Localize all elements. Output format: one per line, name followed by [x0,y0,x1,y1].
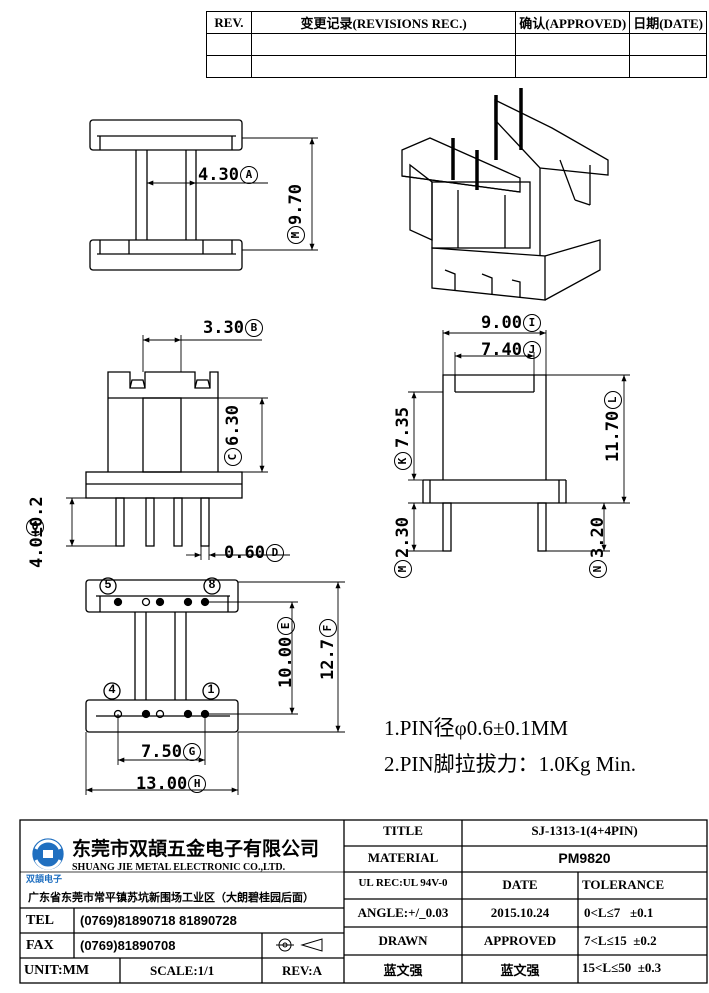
company-logo [32,838,64,870]
rev-cell [629,55,707,78]
material-value: PM9820 [558,850,611,866]
company-name-en: SHUANG JIE METAL ELECTRONIC CO.,LTD. [72,862,286,873]
dim-f-value: 12.7 [318,639,338,680]
dim-m-top: M9.70 [286,184,306,244]
dim-e-letter: E [277,616,295,635]
dim-c: C 6.30 [223,405,243,466]
dim-n-letter: N [589,560,607,578]
pin-label-4: 4 [108,682,116,696]
dim-n: N 3.20 [588,517,608,578]
top-view [89,119,243,271]
dim-b-letter: B [244,319,263,337]
dim-m-side-value: 2.30 [393,517,413,558]
fax-label: FAX [26,938,54,953]
date-label: DATE [502,877,538,892]
dim-k: K 7.35 [393,407,413,470]
tolerance-label: TOLERANCE [582,877,665,892]
dim-l-value: 11.70 [603,410,623,462]
approved-label: APPROVED [483,933,557,948]
bottom-view [85,577,239,733]
dim-a-value: 4.30 [198,165,239,185]
dim-a-letter: A [239,166,258,184]
dim-d-value: 0.60 [224,543,265,563]
title-block-frame [19,819,708,984]
dim-e: 10.00E [276,616,296,688]
dim-m-side-letter: M [394,560,412,578]
dim-h-value: 13.00 [136,774,188,794]
side-view [422,374,567,552]
drawn-value: 蓝文强 [383,963,423,978]
dim-e-value: 10.00 [276,636,296,688]
dim-f: 12.7F [318,619,338,680]
dim-b-value: 3.30 [203,318,244,338]
dim-f-letter: F [319,619,337,638]
fax-value: (0769)81890708 [80,938,176,953]
dim-l-letter: L [604,390,622,409]
note-line-2: 2.PIN脚拉拔力：1.0Kg Min. [384,752,637,776]
projection-symbol [276,938,323,952]
tolerance-row-2: 7<L≤15 ±0.2 [584,933,657,948]
rev-cell [515,55,631,78]
tel-value: (0769)81890718 81890728 [80,913,237,928]
material-label: MATERIAL [367,850,439,865]
rev-cell [250,55,517,78]
date-value: 2015.10.24 [490,905,550,920]
dim-i-value: 9.00 [481,313,522,333]
drawn-label: DRAWN [378,933,428,948]
dim-c-letter: C [224,448,242,466]
tel-label: TEL [26,913,55,928]
dim-g-letter: G [182,743,201,761]
dim-j-value: 7.40 [481,340,522,360]
unit: UNIT:MM [24,963,90,978]
dim-k-value: 7.35 [393,407,413,448]
rev: REV:A [282,963,322,978]
title-label: TITLE [383,823,423,838]
dim-m-top-letter: M [287,226,305,244]
pin-label-5: 5 [104,577,112,591]
dim-h-letter: H [188,775,207,793]
dim-m-top-value: 9.70 [286,184,306,225]
dim-l: 11.70L [603,390,623,462]
pin-label-1: 1 [207,682,215,696]
dim-m-side: M 2.30 [393,517,413,578]
note-line-1: 1.PIN径φ0.6±0.1MM [384,716,569,740]
logo-text: 双頡电子 [26,874,63,884]
revision-table: REV. 变更记录(REVISIONS REC.) 确认(APPROVED) 日… [206,11,707,78]
angle-tolerance: ANGLE:+/_0.03 [357,905,449,920]
dim-n-value: 3.20 [588,517,608,558]
dim-j-letter: J [522,341,541,359]
tolerance-row-1: 0<L≤7 ±0.1 [584,905,654,920]
company-address: 广东省东莞市常平镇苏坑新围场工业区（大朗碧桂园后面） [28,892,314,904]
dim-k-letter: K [394,452,412,470]
isometric-view [401,88,609,301]
dim-g-value: 7.50 [141,742,182,762]
pin-label-8: 8 [208,577,216,591]
company-name-cn: 东莞市双頡五金电子有限公司 [72,838,320,860]
front-view [85,371,243,547]
dim-o-letter: O [26,518,44,536]
scale: SCALE:1/1 [150,963,215,978]
approved-value: 蓝文强 [500,963,540,978]
tolerance-row-3: 15<L≤50 ±0.3 [582,960,662,975]
title-value: SJ-1313-1(4+4PIN) [531,823,638,838]
dim-c-value: 6.30 [223,405,243,446]
dim-d-letter: D [265,544,284,562]
dim-i-letter: I [522,314,541,332]
ul-rating: UL REC:UL 94V-0 [358,877,448,889]
